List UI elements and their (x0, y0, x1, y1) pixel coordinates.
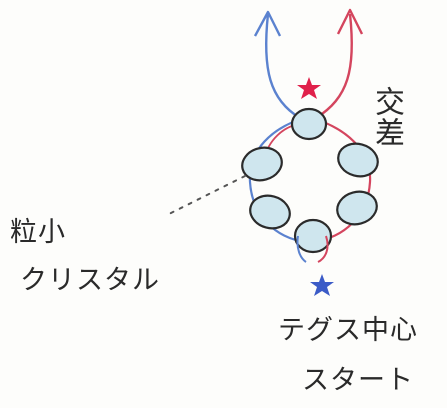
leader-line (164, 175, 246, 217)
bead-lower-right (336, 190, 378, 226)
start-label-line1: テグス中心 (278, 315, 418, 346)
beads-group (241, 107, 379, 254)
blue-star-icon (310, 274, 334, 296)
red-thread-upper (315, 13, 353, 120)
bead-upper-left (241, 146, 283, 182)
bead-label-line2: クリスタル (20, 265, 160, 296)
bead-lower-left (249, 194, 291, 230)
blue-arrowhead-icon (253, 10, 282, 37)
thread-tail-right (317, 235, 329, 263)
bead-top (290, 107, 328, 141)
crossing-label: 交差 (369, 86, 404, 148)
start-label-line2: スタート (302, 365, 414, 396)
thread-tail-left (296, 235, 307, 263)
red-arrowhead-icon (336, 8, 364, 35)
bead-upper-right (337, 142, 379, 178)
bead-label-line1: 粒小 (10, 217, 66, 248)
red-star-icon (297, 77, 321, 99)
blue-thread-ring (248, 116, 307, 244)
red-thread-ring (311, 116, 372, 244)
blue-thread-upper (265, 13, 301, 120)
bead-bottom (293, 218, 333, 254)
